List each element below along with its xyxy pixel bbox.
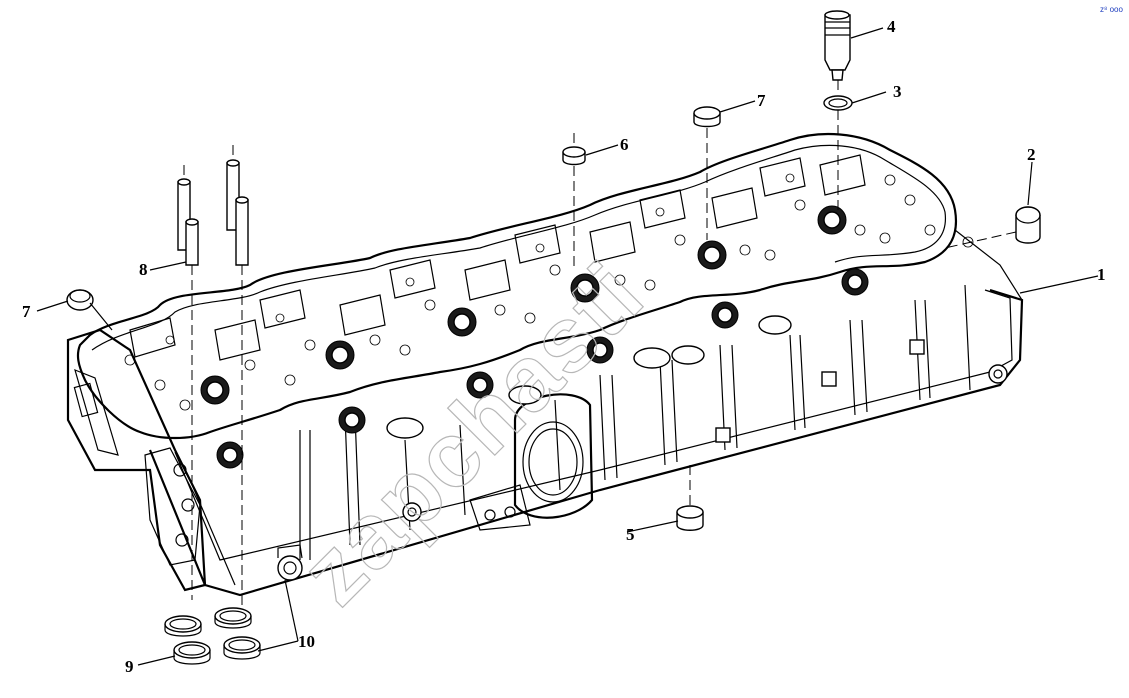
- part-5-plug: [676, 465, 704, 531]
- part-2-plug: [944, 206, 1041, 249]
- leader-lines: [36, 27, 1099, 666]
- part-7-cap-upper: [693, 106, 721, 240]
- part-3-seal-ring: [823, 95, 853, 210]
- callout-9: 9: [125, 657, 134, 676]
- callout-8: 8: [139, 260, 148, 279]
- part-4-injector-sleeve: [824, 10, 851, 95]
- part-7-plug-left: [66, 289, 94, 311]
- corner-mark: z⁸ ooo: [1100, 5, 1123, 14]
- watermark: zapchasti: [281, 242, 664, 625]
- part-6-cap: [562, 133, 586, 270]
- callout-4: 4: [887, 17, 896, 36]
- callout-labels: 1 2 3 4 5 6 7 7 8 9 10: [22, 17, 1106, 676]
- callout-3: 3: [893, 82, 902, 101]
- cylinder-head-top-features: [124, 154, 974, 469]
- callout-1: 1: [1097, 265, 1106, 284]
- cylinder-head-body: [66, 132, 1024, 597]
- callout-7-upper: 7: [757, 91, 766, 110]
- callout-7-left: 7: [22, 302, 31, 321]
- callout-5: 5: [626, 525, 635, 544]
- svg-text:zapchasti: zapchasti: [282, 243, 663, 624]
- callout-10: 10: [298, 632, 315, 651]
- part-8-dowel-pins: [177, 145, 249, 605]
- part-9-10-rings: [164, 607, 261, 665]
- callout-6: 6: [620, 135, 629, 154]
- callout-2: 2: [1027, 145, 1036, 164]
